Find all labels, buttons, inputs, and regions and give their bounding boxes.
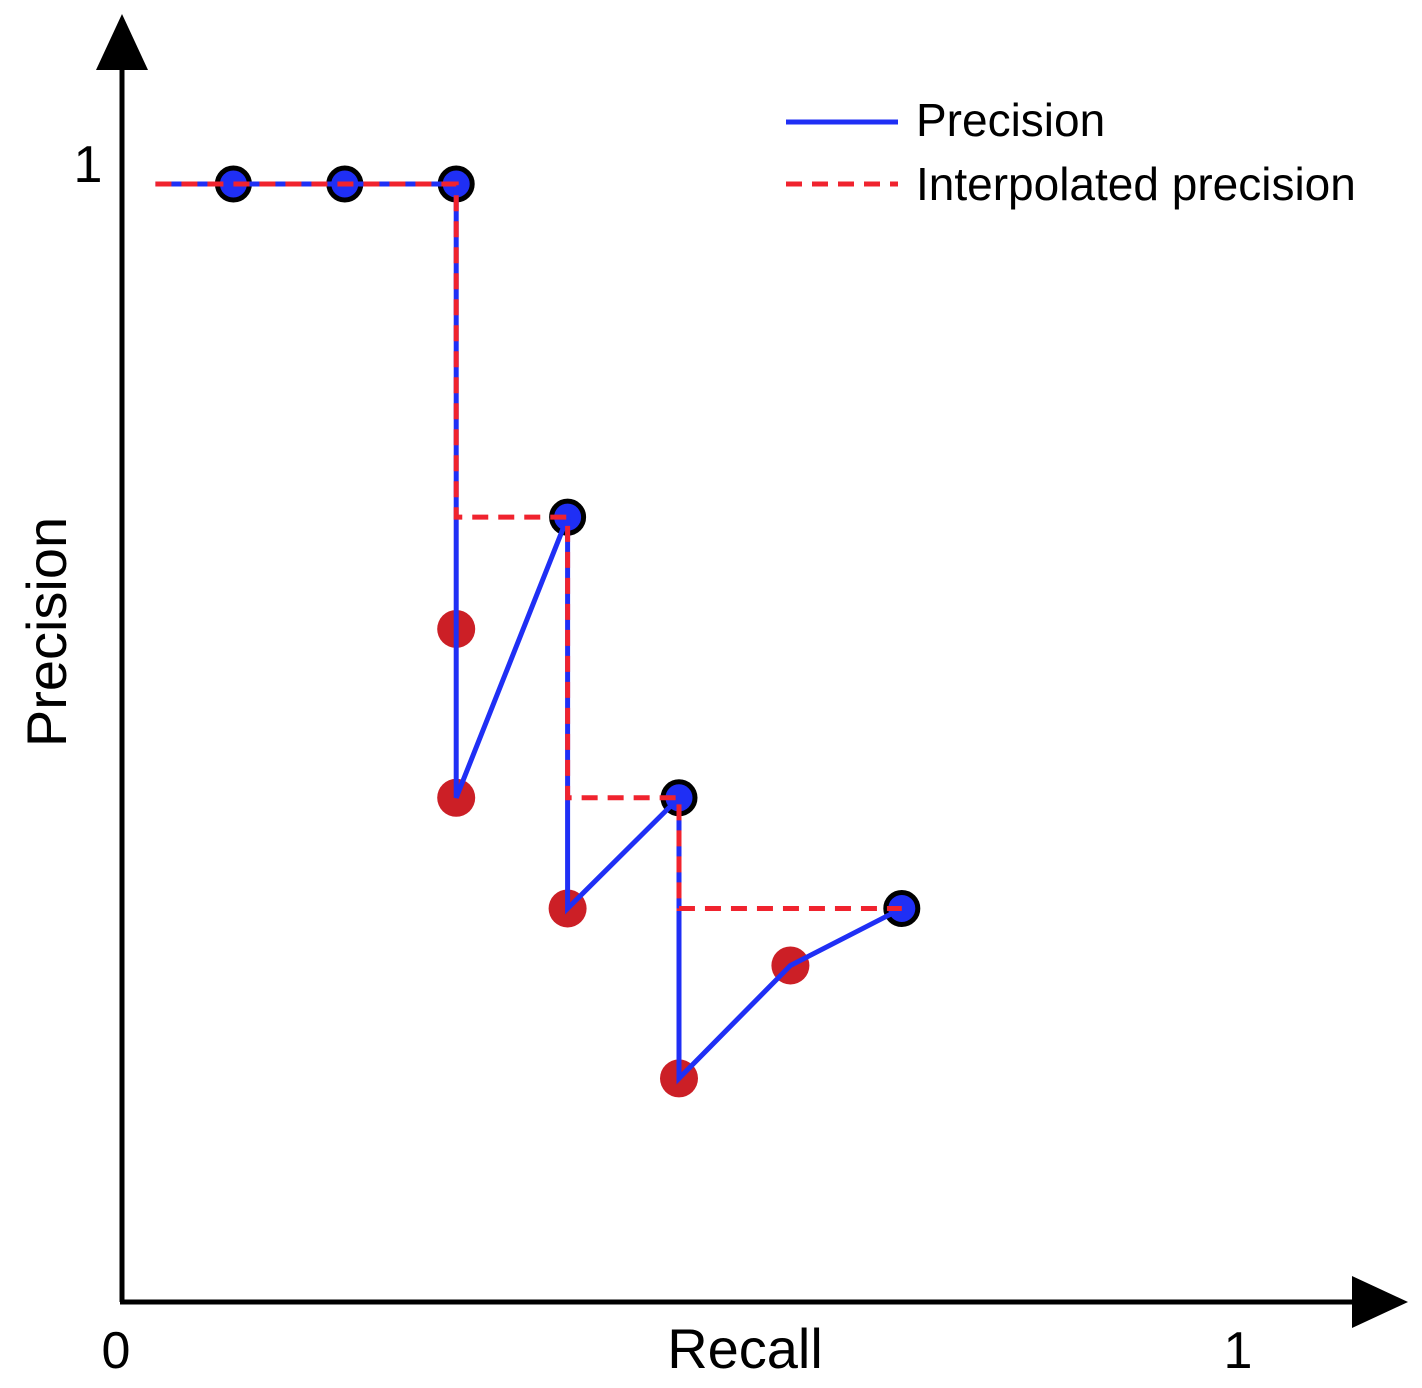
series-line-precision [155,181,903,1085]
legend-label-interpolated-precision: Interpolated precision [916,158,1356,210]
axes [96,14,1408,1328]
y-tick-label-1: 1 [74,136,103,194]
x-axis-label: Recall [667,1317,823,1380]
legend-label-precision: Precision [916,94,1105,146]
x-tick-label-1: 1 [1224,1322,1253,1380]
y-axis-arrowhead [96,14,148,70]
x-axis-arrowhead [1352,1276,1408,1328]
y-axis-label: Precision [15,517,78,747]
series-line-interpolated-precision [155,181,902,911]
legend: Precision Interpolated precision [786,94,1356,210]
series-layer [155,181,903,1085]
x-tick-label-0: 0 [102,1322,131,1380]
